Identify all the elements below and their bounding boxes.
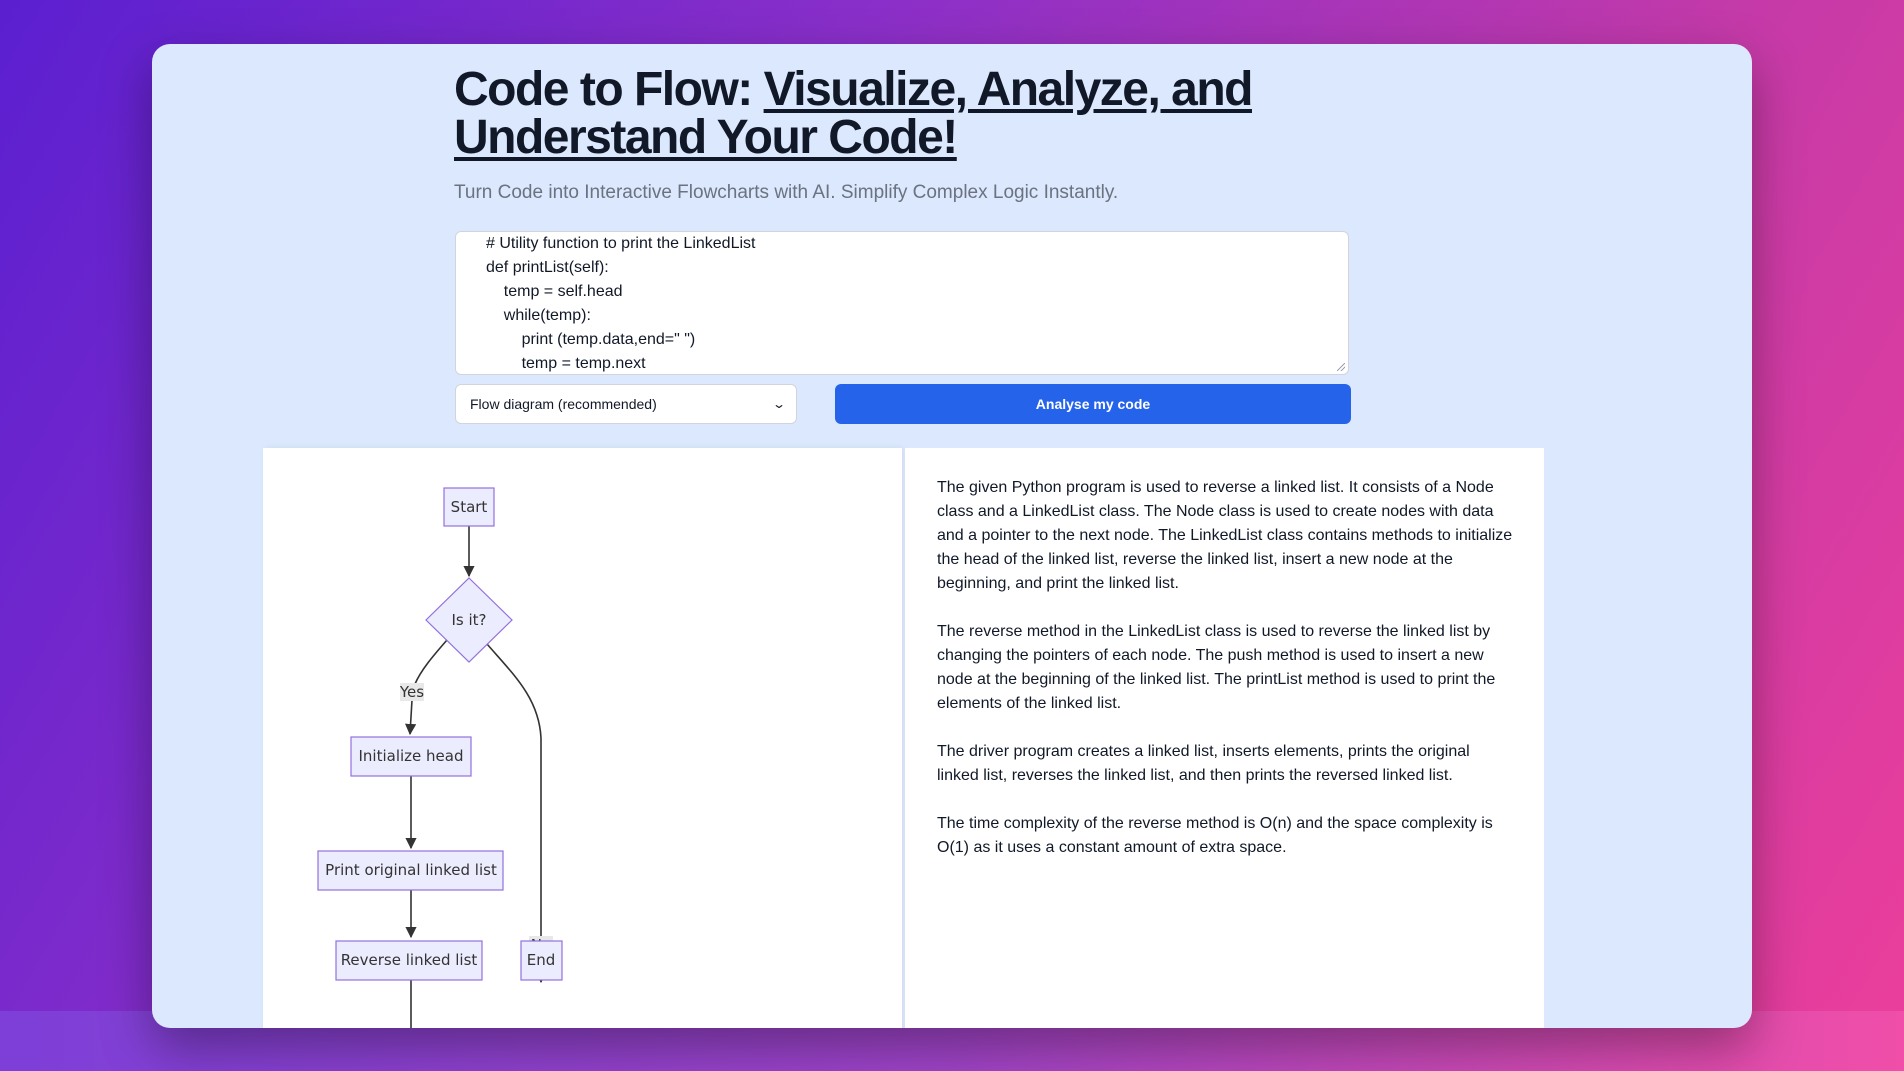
code-line: # Utility function to print the LinkedLi… — [486, 235, 756, 252]
code-line: def printList(self): — [486, 259, 609, 276]
explanation-paragraph: The reverse method in the LinkedList cla… — [937, 623, 1496, 712]
node-init-head[interactable]: Initialize head — [350, 736, 472, 777]
edge-label-yes: Yes — [399, 683, 424, 701]
node-print-original[interactable]: Print original linked list — [317, 850, 504, 891]
explanation-paragraph: The time complexity of the reverse metho… — [937, 815, 1493, 856]
edge-decision-yes — [414, 639, 448, 685]
flowchart-svg: Start Is it? Yes No Initialize head Prin… — [317, 487, 563, 1028]
resize-handle[interactable] — [1337, 363, 1345, 371]
flowchart-panel: Start Is it? Yes No Initialize head Prin… — [263, 448, 902, 1028]
edge-yes-init — [405, 699, 417, 736]
node-print-original-label: Print original linked list — [325, 861, 497, 879]
node-reverse-label: Reverse linked list — [341, 951, 478, 969]
page-subtitle: Turn Code into Interactive Flowcharts wi… — [454, 182, 1119, 203]
node-decision[interactable]: Is it? — [425, 577, 513, 663]
diagram-type-select[interactable]: Flow diagram (recommended) ⌄ — [455, 384, 797, 424]
node-end-label: End — [527, 951, 556, 969]
node-decision-label: Is it? — [451, 611, 486, 629]
code-input[interactable]: # Utility function to print the LinkedLi… — [455, 231, 1349, 375]
edge-decision-no — [486, 643, 542, 936]
explanation-paragraph: The driver program creates a linked list… — [937, 743, 1470, 784]
chevron-down-icon: ⌄ — [771, 397, 787, 411]
node-reverse[interactable]: Reverse linked list — [335, 940, 483, 981]
node-start-label: Start — [451, 498, 488, 516]
code-line: temp = temp.next — [486, 355, 646, 372]
analyse-button[interactable]: Analyse my code — [835, 384, 1351, 424]
code-line: temp = self.head — [486, 283, 623, 300]
node-init-head-label: Initialize head — [359, 747, 464, 765]
code-line: while(temp): — [486, 307, 591, 324]
title-plain: Code to Flow: — [454, 63, 764, 116]
code-line: print (temp.data,end=" ") — [486, 331, 696, 348]
explanation-panel: The given Python program is used to reve… — [905, 448, 1544, 1028]
node-end[interactable]: End — [520, 940, 563, 981]
yes-label: Yes — [399, 683, 424, 701]
diagram-type-value: Flow diagram (recommended) — [470, 396, 657, 412]
explanation-paragraph: The given Python program is used to reve… — [937, 479, 1513, 592]
node-start[interactable]: Start — [443, 487, 495, 527]
